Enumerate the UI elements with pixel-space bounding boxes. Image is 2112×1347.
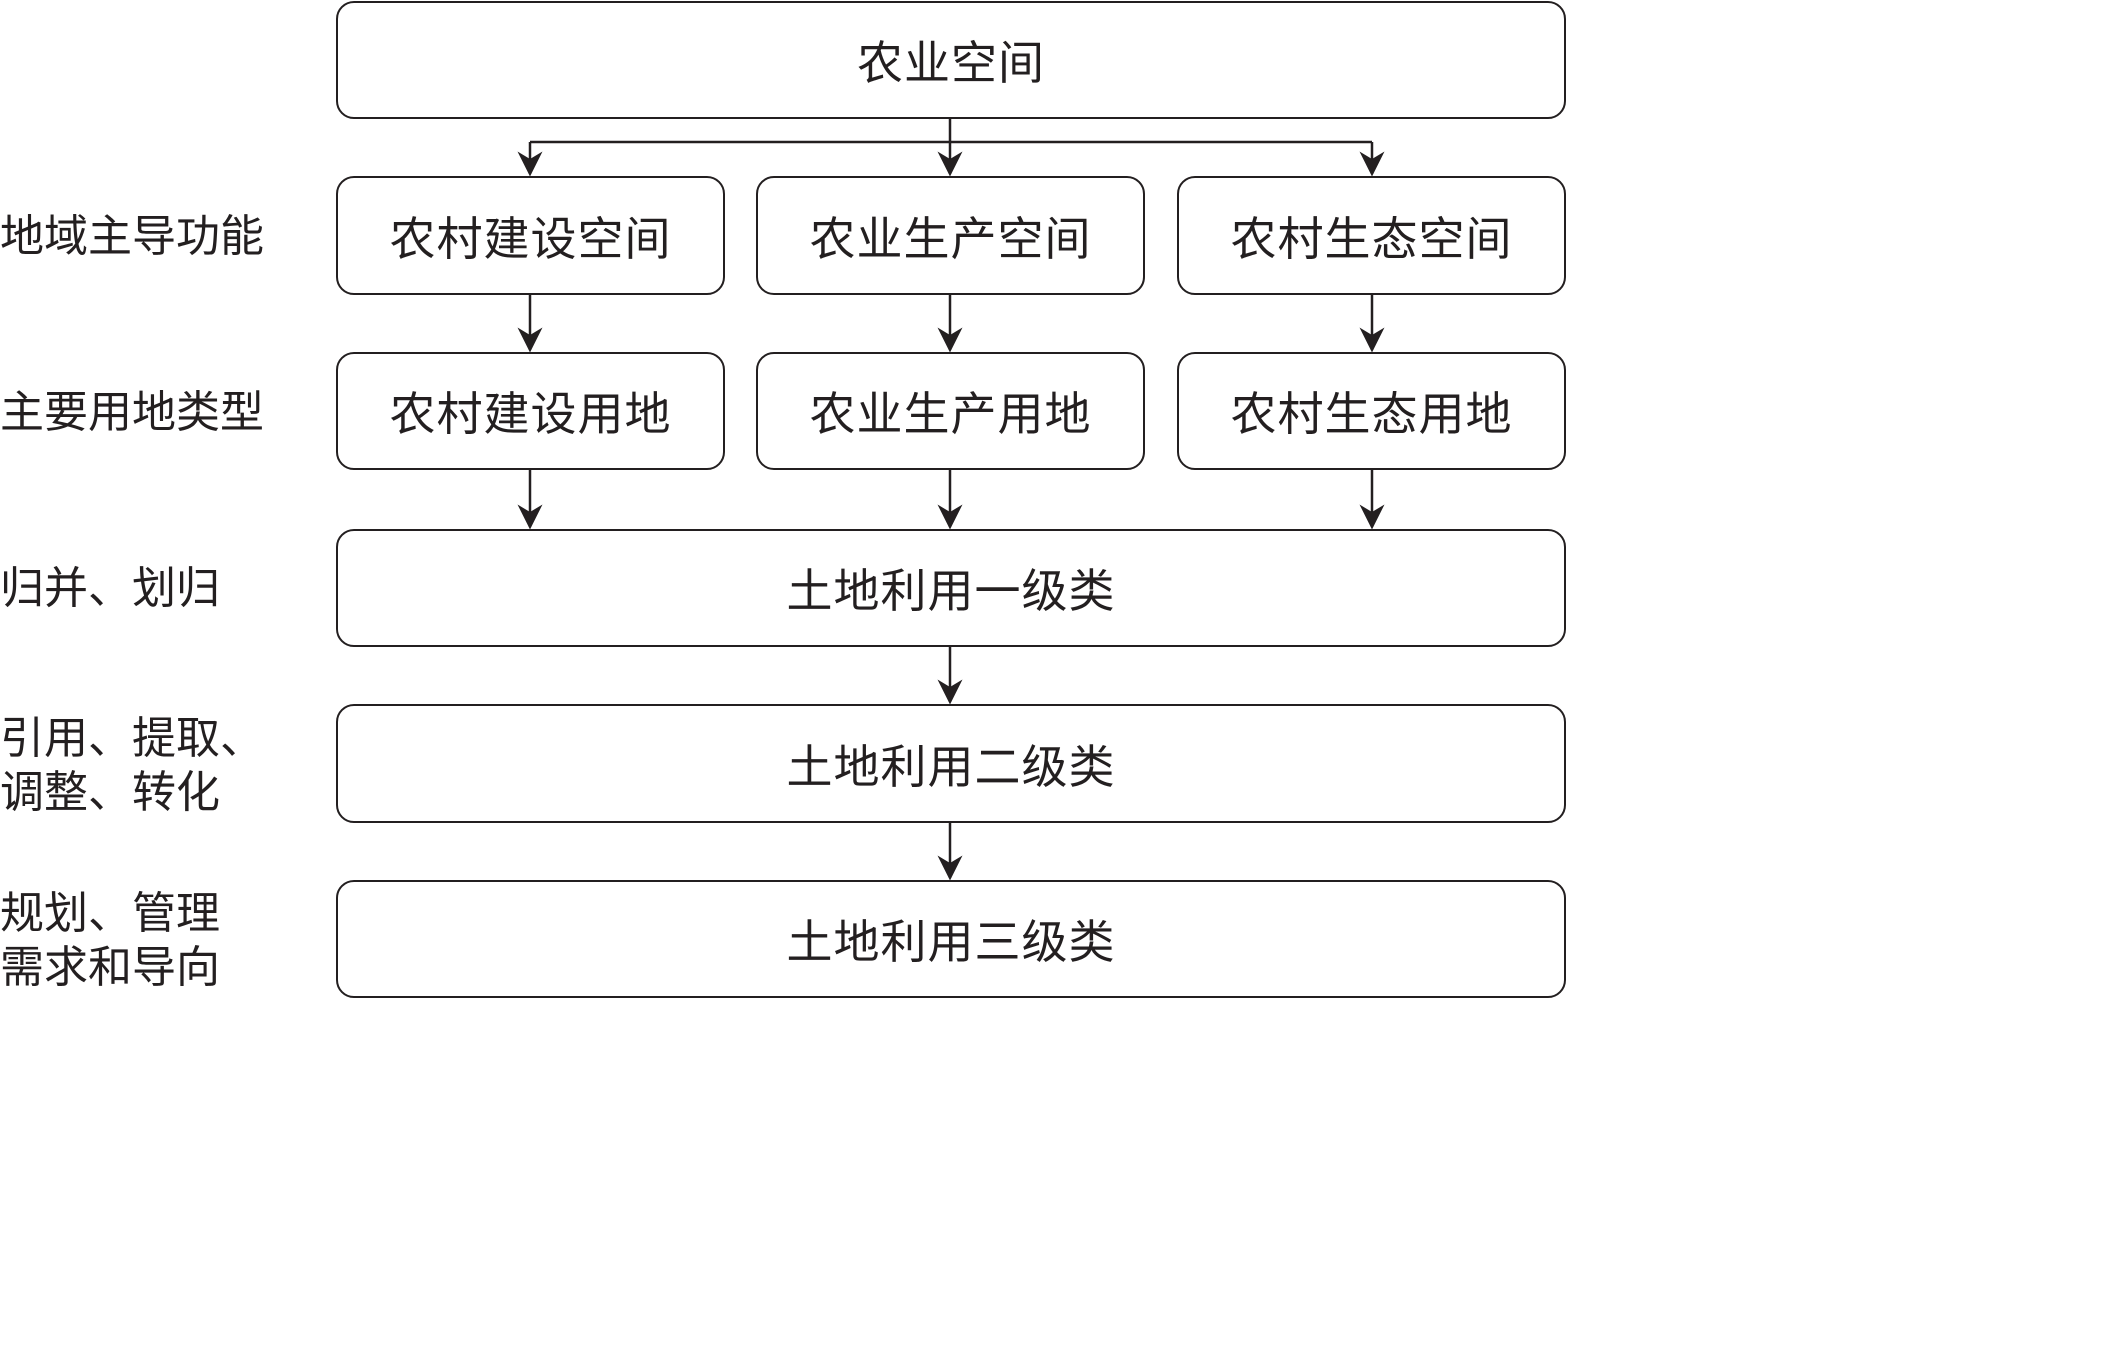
agricultural-production-space-label: 农业生产空间 <box>809 211 1092 266</box>
rural-construction-land-box: 农村建设用地 <box>336 352 725 470</box>
level3-side-label-line1: 规划、管理 <box>0 888 220 939</box>
level1-side-label: 归并、划归 <box>0 563 220 614</box>
level2-side-label: 引用、提取、 调整、转化 <box>0 712 264 820</box>
agricultural-space-label: 农业空间 <box>857 36 1045 90</box>
rural-construction-space-label: 农村建设空间 <box>389 211 672 266</box>
connector-arrows <box>517 118 1385 881</box>
rural-ecology-land-box: 农村生态用地 <box>1177 352 1566 470</box>
row1-side-label: 地域主导功能 <box>0 211 264 262</box>
land-use-level1-box: 土地利用一级类 <box>336 529 1566 647</box>
rural-construction-space-box: 农村建设空间 <box>336 176 725 295</box>
row2-side-label: 主要用地类型 <box>0 387 264 438</box>
rural-ecology-space-box: 农村生态空间 <box>1177 176 1566 295</box>
rural-construction-land-label: 农村建设用地 <box>389 387 672 441</box>
level3-side-label: 规划、管理 需求和导向 <box>0 887 220 995</box>
agricultural-space-box: 农业空间 <box>336 1 1566 119</box>
level2-side-label-line1: 引用、提取、 <box>0 713 264 764</box>
land-use-level2-label: 土地利用二级类 <box>786 739 1116 794</box>
agricultural-production-land-label: 农业生产用地 <box>809 387 1092 441</box>
land-use-level2-box: 土地利用二级类 <box>336 704 1566 823</box>
land-use-level3-box: 土地利用三级类 <box>336 880 1566 998</box>
agricultural-production-space-box: 农业生产空间 <box>756 176 1145 295</box>
rural-ecology-land-label: 农村生态用地 <box>1230 387 1513 441</box>
rural-ecology-space-label: 农村生态空间 <box>1230 211 1513 266</box>
level3-side-label-line2: 需求和导向 <box>0 942 220 993</box>
level2-side-label-line2: 调整、转化 <box>0 767 220 818</box>
land-use-level1-label: 土地利用一级类 <box>786 564 1116 618</box>
agricultural-production-land-box: 农业生产用地 <box>756 352 1145 470</box>
land-use-level3-label: 土地利用三级类 <box>786 915 1116 969</box>
